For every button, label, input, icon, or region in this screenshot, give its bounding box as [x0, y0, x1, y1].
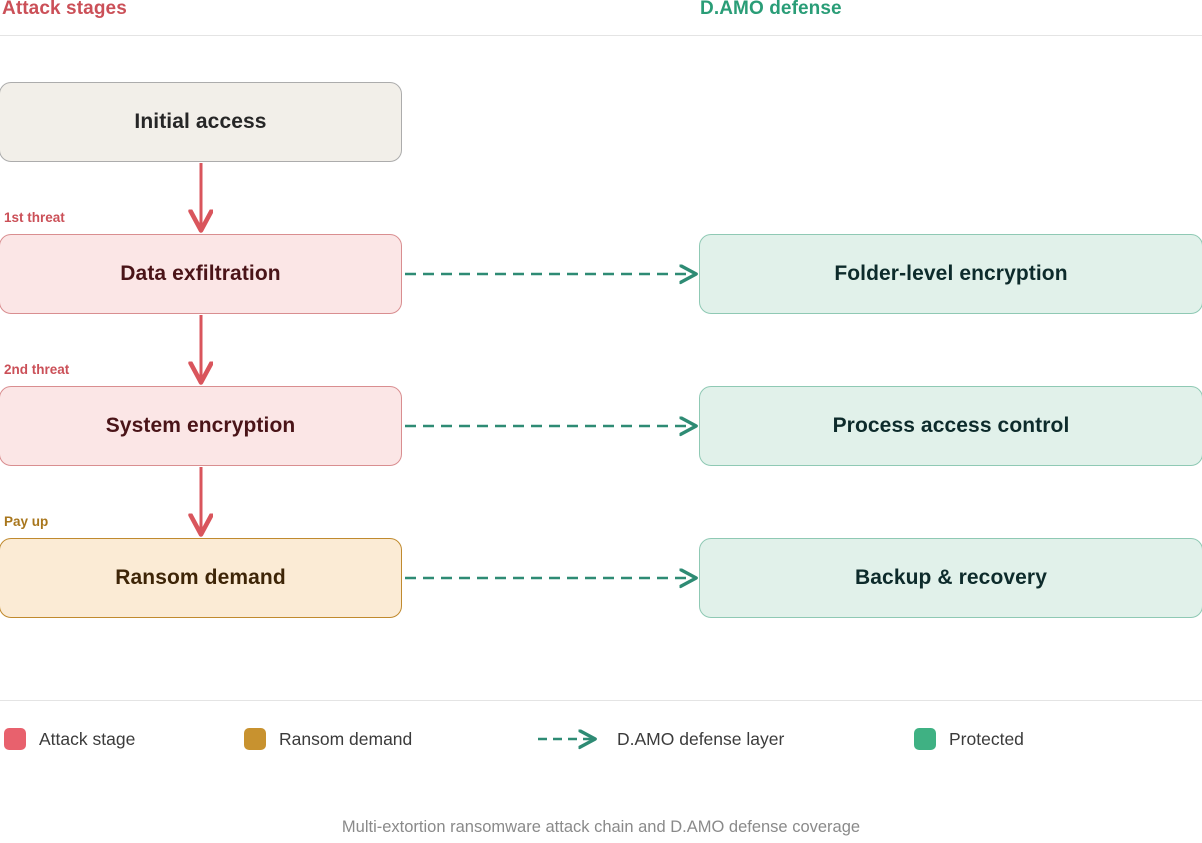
protected-swatch-icon [914, 728, 936, 750]
defense-arrows [405, 274, 695, 578]
column-header-attack-stages: Attack stages [2, 0, 127, 19]
node-process-access-control[interactable]: Process access control [699, 386, 1202, 466]
header-divider [0, 35, 1202, 36]
legend: Attack stage Ransom demand D.AMO defense… [0, 722, 1202, 756]
node-ransom-demand-label: Ransom demand [115, 566, 286, 589]
edge-label-2nd-threat: 2nd threat [4, 362, 70, 377]
node-system-encryption-label: System encryption [105, 414, 296, 437]
legend-label-attack-stage: Attack stage [39, 728, 136, 749]
node-data-exfiltration-label: Data exfiltration [120, 262, 281, 285]
legend-label-ransom-demand: Ransom demand [279, 728, 413, 749]
legend-item-defense-layer: D.AMO defense layer [536, 722, 784, 756]
ransom-demand-swatch-icon [244, 728, 266, 750]
node-folder-level-encryption-label: Folder-level encryption [834, 262, 1068, 285]
legend-label-protected: Protected [949, 728, 1024, 749]
node-backup-and-recovery-label: Backup & recovery [855, 566, 1047, 589]
node-backup-and-recovery[interactable]: Backup & recovery [699, 538, 1202, 618]
legend-item-attack-stage: Attack stage [4, 722, 135, 756]
legend-item-ransom-demand: Ransom demand [244, 722, 412, 756]
node-initial-access[interactable]: Initial access [0, 82, 402, 162]
node-data-exfiltration[interactable]: Data exfiltration [0, 234, 402, 314]
legend-item-protected: Protected [914, 722, 1024, 756]
diagram-caption: Multi-extortion ransomware attack chain … [341, 818, 861, 836]
legend-label-defense-layer: D.AMO defense layer [617, 728, 785, 749]
legend-divider [0, 700, 1202, 701]
node-process-access-control-label: Process access control [832, 414, 1070, 437]
edge-label-1st-threat: 1st threat [4, 210, 65, 225]
node-ransom-demand[interactable]: Ransom demand [0, 538, 402, 618]
dashed-arrow-icon [538, 728, 604, 750]
node-initial-access-label: Initial access [134, 110, 267, 133]
edge-label-pay-up: Pay up [4, 514, 49, 529]
node-folder-level-encryption[interactable]: Folder-level encryption [699, 234, 1202, 314]
attack-stage-swatch-icon [4, 728, 26, 750]
column-header-damo-defense: D.AMO defense [700, 0, 842, 19]
node-system-encryption[interactable]: System encryption [0, 386, 402, 466]
